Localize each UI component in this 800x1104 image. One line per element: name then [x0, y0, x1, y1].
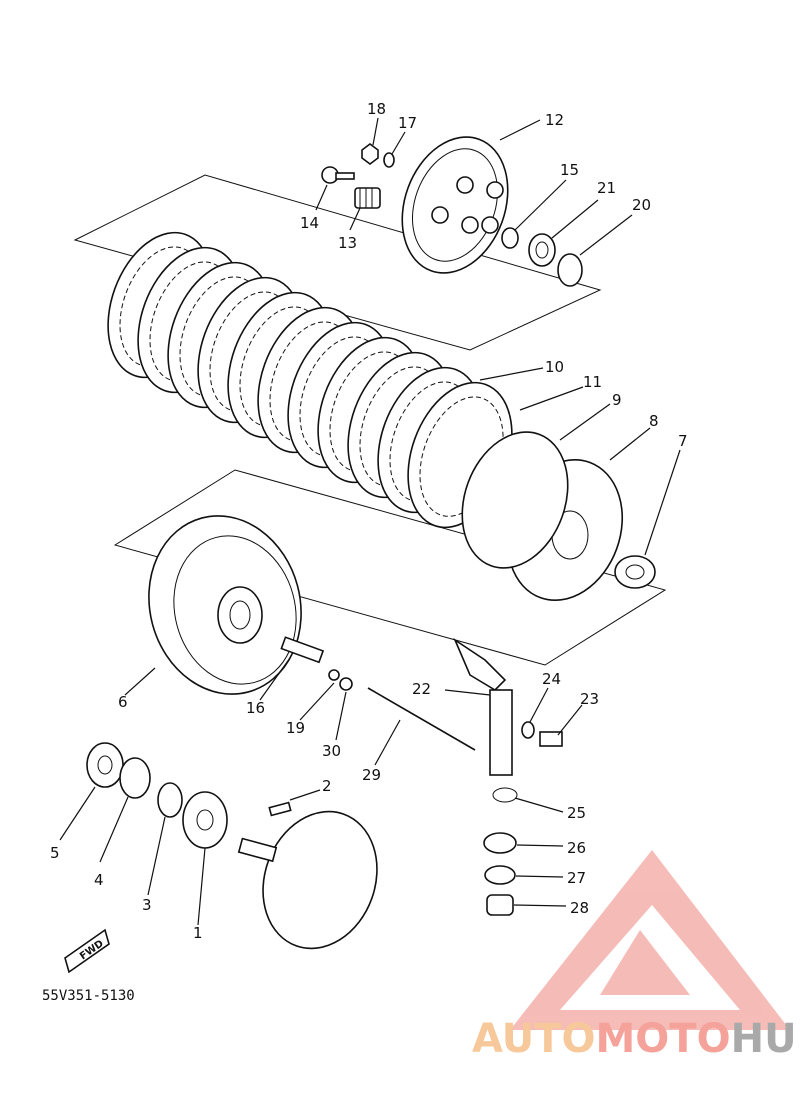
callout-19: 19 [286, 719, 305, 737]
watermark-part-hub: HUB [731, 1016, 800, 1062]
callout-15: 15 [560, 161, 579, 179]
callout-5: 5 [50, 844, 60, 862]
callout-3: 3 [142, 896, 152, 914]
clutch-housing-group [113, 431, 667, 695]
callout-labels: 1 2 3 4 5 6 7 8 9 10 11 12 13 14 15 16 1… [50, 100, 688, 942]
watermark-part-auto: AUTO [472, 1016, 596, 1062]
callout-7: 7 [678, 432, 688, 450]
push-rod-group [280, 636, 563, 916]
diagram-code: 55V351-5130 [42, 988, 135, 1004]
callout-22: 22 [412, 680, 431, 698]
callout-30: 30 [322, 742, 341, 760]
pressure-plate-group [73, 136, 602, 351]
primary-drive-group [64, 742, 378, 974]
callout-8: 8 [649, 412, 659, 430]
watermark-logo [510, 850, 790, 1030]
watermark-text: AUTOMOTOHUB [472, 1016, 800, 1062]
callout-11: 11 [583, 373, 602, 391]
callout-24: 24 [542, 670, 561, 688]
callout-13: 13 [338, 234, 357, 252]
callout-25: 25 [567, 804, 586, 822]
watermark-part-moto: MOTO [596, 1016, 731, 1062]
callout-17: 17 [398, 114, 417, 132]
leader-lines [59, 117, 681, 926]
callout-2: 2 [322, 777, 332, 795]
callout-18: 18 [367, 100, 386, 118]
callout-4: 4 [94, 871, 104, 889]
callout-28: 28 [570, 899, 589, 917]
callout-23: 23 [580, 690, 599, 708]
callout-21: 21 [597, 179, 616, 197]
callout-14: 14 [300, 214, 319, 232]
clutch-plate-stack [107, 231, 513, 529]
callout-29: 29 [362, 766, 381, 784]
callout-27: 27 [567, 869, 586, 887]
callout-26: 26 [567, 839, 586, 857]
callout-16: 16 [246, 699, 265, 717]
callout-20: 20 [632, 196, 651, 214]
callout-9: 9 [612, 391, 622, 409]
callout-10: 10 [545, 358, 564, 376]
callout-1: 1 [193, 924, 203, 942]
callout-12: 12 [545, 111, 564, 129]
callout-6: 6 [118, 693, 128, 711]
